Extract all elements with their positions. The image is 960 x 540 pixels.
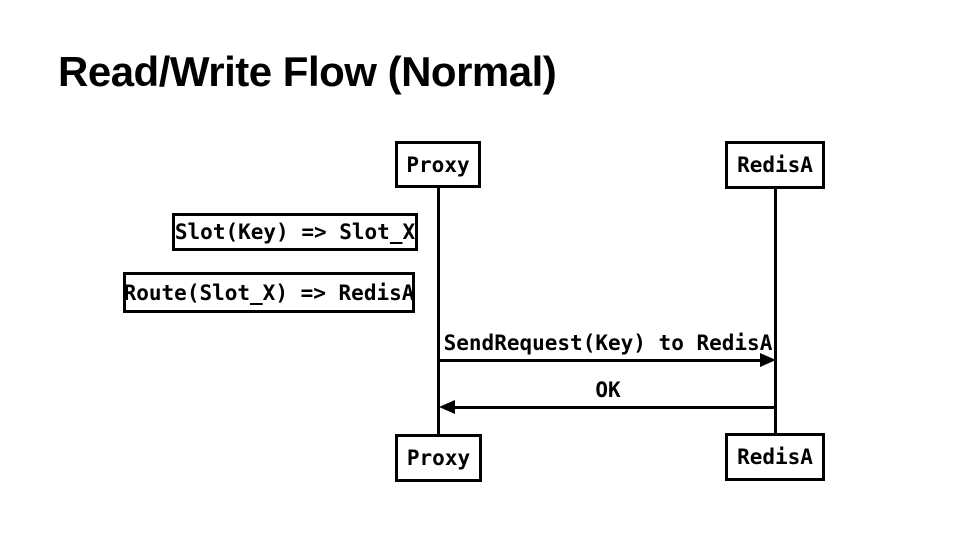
arrowhead-right-icon	[760, 353, 776, 367]
message-label-sendrequest: SendRequest(Key) to RedisA	[443, 331, 773, 355]
note-box-route: Route(Slot_X) => RedisA	[123, 272, 415, 313]
note-box-slot: Slot(Key) => Slot_X	[172, 213, 418, 251]
actor-box-redisa-top: RedisA	[725, 141, 825, 189]
message-label-ok: OK	[595, 378, 621, 402]
lifeline-redisa	[774, 187, 777, 434]
actor-label-proxy-bottom: Proxy	[406, 446, 471, 470]
actor-label-redisa-bottom: RedisA	[737, 445, 813, 469]
actor-box-redisa-bottom: RedisA	[725, 433, 825, 481]
note-label-route: Route(Slot_X) => RedisA	[123, 280, 415, 305]
actor-box-proxy-bottom: Proxy	[395, 434, 482, 482]
actor-box-proxy-top: Proxy	[395, 141, 481, 188]
actor-label-redisa-top: RedisA	[737, 153, 813, 177]
note-label-slot: Slot(Key) => Slot_X	[174, 220, 416, 244]
slide-title: Read/Write Flow (Normal)	[58, 48, 557, 95]
arrowhead-left-icon	[439, 400, 455, 414]
message-arrow-ok	[453, 406, 776, 409]
actor-label-proxy-top: Proxy	[406, 152, 470, 177]
message-arrow-sendrequest	[439, 359, 764, 362]
lifeline-proxy	[437, 186, 440, 434]
